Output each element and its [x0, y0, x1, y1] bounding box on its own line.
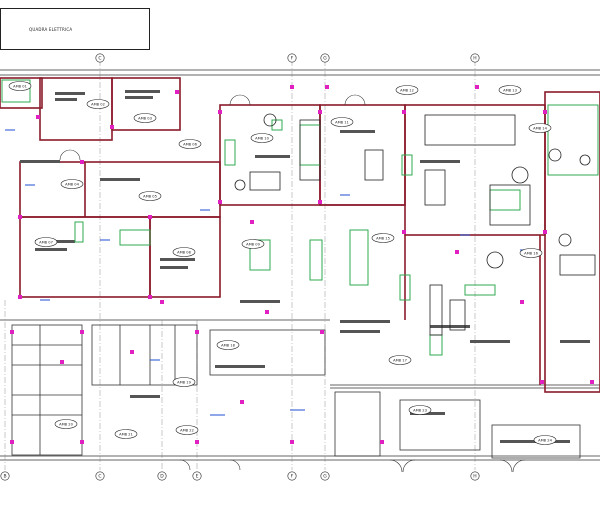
room-tag-label: AMB 02	[91, 102, 105, 106]
grid-bubble-label: C	[98, 56, 101, 62]
room-tag: AMB 12	[395, 85, 419, 95]
room-tag-label: AMB 04	[65, 182, 79, 186]
service-partitions	[11, 324, 581, 459]
room-tag-label: AMB 07	[39, 240, 53, 244]
room-tag: AMB 23	[408, 405, 432, 415]
room-tag-label: AMB 15	[376, 236, 390, 240]
doors	[59, 94, 526, 473]
room-tag-label: AMB 09	[246, 242, 260, 246]
grid-bubble-label: F	[291, 56, 294, 62]
grid-bubble-label: G	[323, 56, 327, 62]
room-tag-label: AMB 21	[119, 432, 133, 436]
room-tag-label: AMB 12	[400, 88, 414, 92]
grid-bubble: C	[95, 471, 105, 481]
room-tag: AMB 17	[388, 355, 412, 365]
room-tag: AMB 19	[172, 377, 196, 387]
room-tag: AMB 13	[498, 85, 522, 95]
room-tag: AMB 20	[54, 419, 78, 429]
room-tag: AMB 18	[216, 340, 240, 350]
room-tag-label: AMB 08	[177, 250, 191, 254]
grid-bubble-label: E	[196, 474, 199, 480]
grid-bubble-label: H	[473, 474, 476, 480]
grid-bubble: C	[95, 53, 105, 63]
room-tag-label: AMB 01	[13, 84, 27, 88]
grid-bubble: H	[470, 471, 480, 481]
grid-bubble-label: B	[3, 474, 6, 480]
grid-bubble-label: D	[160, 474, 164, 480]
room-tag: AMB 21	[114, 429, 138, 439]
room-tag-label: AMB 23	[413, 408, 427, 412]
room-tag-label: AMB 19	[177, 380, 191, 384]
room-tag: AMB 10	[250, 133, 274, 143]
room-tag: AMB 24	[533, 435, 557, 445]
room-tag-label: AMB 16	[524, 251, 538, 255]
room-tag-label: AMB 14	[533, 126, 547, 130]
room-tag-label: AMB 06	[183, 142, 197, 146]
machinery	[234, 113, 596, 336]
room-tag: AMB 15	[371, 233, 395, 243]
magenta-markers	[10, 85, 594, 444]
grid-bubble-label: F	[291, 474, 294, 480]
room-tag: AMB 06	[178, 139, 202, 149]
room-tag: AMB 02	[86, 99, 110, 109]
grid-bubble: E	[192, 471, 202, 481]
room-tag: AMB 08	[172, 247, 196, 257]
room-tag-label: AMB 17	[393, 358, 407, 362]
room-tag: AMB 14	[528, 123, 552, 133]
room-tag-label: AMB 18	[221, 343, 235, 347]
room-tag: AMB 03	[133, 113, 157, 123]
grid-bubble: F	[287, 53, 297, 63]
grid-bubble-label: H	[473, 56, 476, 62]
room-tag: AMB 22	[175, 425, 199, 435]
grid-bubble: F	[287, 471, 297, 481]
title-block-text: QUADRA ELETTRICA	[29, 27, 73, 32]
room-tag: AMB 11	[330, 117, 354, 127]
title-block: QUADRA ELETTRICA	[0, 8, 150, 50]
grid-bubbles: C F G H B C D E F G H	[0, 53, 480, 481]
room-tags: AMB 01 AMB 02 AMB 03 AMB 04 AMB 05 AMB 06 AMB …	[8, 81, 557, 445]
room-tag-label: AMB 05	[143, 194, 157, 198]
room-tag-label: AMB 10	[255, 136, 269, 140]
room-tag-label: AMB 13	[503, 88, 517, 92]
room-tag: AMB 04	[60, 179, 84, 189]
room-tag: AMB 09	[241, 239, 265, 249]
grid-bubble-label: C	[98, 474, 101, 480]
room-tag-label: AMB 03	[138, 116, 152, 120]
blue-markings	[5, 129, 530, 426]
grid-bubble-label: G	[323, 474, 327, 480]
grid-bubble: D	[157, 471, 167, 481]
room-tag-label: AMB 22	[180, 428, 194, 432]
room-tag-label: AMB 11	[335, 120, 349, 124]
room-tag-label: AMB 24	[538, 438, 552, 442]
room-tag: AMB 01	[8, 81, 32, 91]
grid-bubble: H	[470, 53, 480, 63]
room-tag-label: AMB 20	[59, 422, 73, 426]
room-tag: AMB 07	[34, 237, 58, 247]
label-bars	[20, 90, 590, 443]
room-tag: AMB 05	[138, 191, 162, 201]
grid-bubble: G	[320, 471, 330, 481]
grid-bubble: B	[0, 471, 10, 481]
grid-bubble: G	[320, 53, 330, 63]
room-tag: AMB 16	[519, 248, 543, 258]
